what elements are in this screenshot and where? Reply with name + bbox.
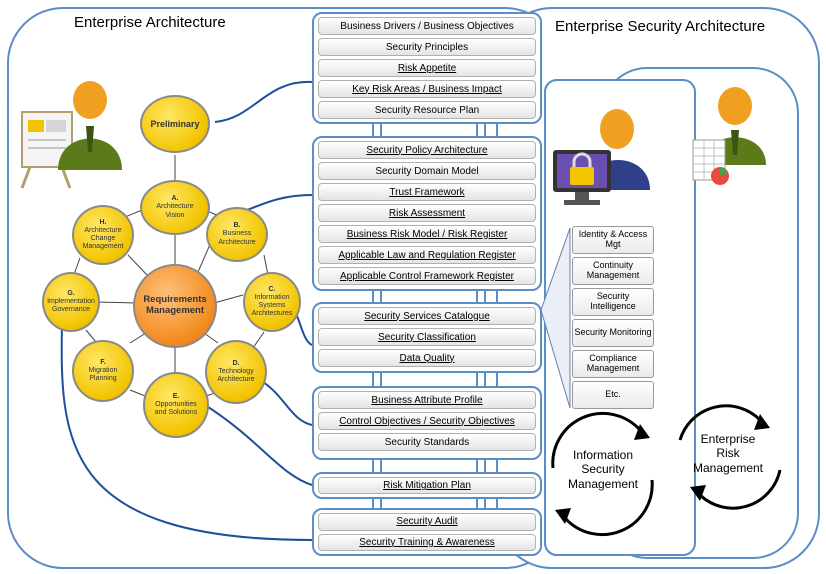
artefact-item: Business Attribute Profile (318, 391, 536, 409)
artefact-item: Trust Framework (318, 183, 536, 201)
artefact-item: Security Principles (318, 38, 536, 56)
phase-g-label: Implementation Governance (47, 297, 95, 314)
phase-f: F.Migration Planning (72, 340, 134, 402)
phase-d-letter: D. (232, 359, 240, 367)
phase-f-letter: F. (100, 358, 106, 366)
phase-b: B.Business Architecture (206, 207, 268, 262)
artefact-item: Key Risk Areas / Business Impact (318, 80, 536, 98)
artefact-item: Security Classification (318, 328, 536, 346)
artefact-group-mitigation: Risk Mitigation Plan (312, 472, 542, 499)
infosec-management-label: Information Security Management (567, 448, 639, 491)
artefact-item: Security Domain Model (318, 162, 536, 180)
service-continuity: Continuity Management (572, 257, 654, 285)
risk-manager-icon (692, 87, 766, 185)
infosec-arrowhead-2 (555, 508, 571, 524)
service-compliance: Compliance Management (572, 350, 654, 378)
phase-preliminary-label: Preliminary (150, 118, 200, 129)
artefact-group-services: Security Services Catalogue Security Cla… (312, 302, 542, 373)
infosec-arrowhead-1 (634, 424, 650, 440)
artefact-item: Security Audit (318, 513, 536, 531)
artefact-item: Risk Mitigation Plan (318, 477, 536, 494)
phase-preliminary: Preliminary (140, 95, 210, 153)
artefact-group-strategy: Business Drivers / Business Objectives S… (312, 12, 542, 124)
artefact-item: Risk Appetite (318, 59, 536, 77)
artefact-item: Security Services Catalogue (318, 307, 536, 325)
requirements-management-label: Requirements Management (143, 294, 207, 316)
service-monitoring: Security Monitoring (572, 319, 654, 347)
service-etc: Etc. (572, 381, 654, 409)
artefact-item: Security Training & Awareness (318, 533, 536, 551)
phase-h-label: Architecture Change Management (82, 226, 124, 251)
phase-b-label: Business Architecture (218, 230, 256, 246)
enterprise-risk-management-label: Enterprise Risk Management (692, 432, 764, 475)
enterprise-architecture-title: Enterprise Architecture (74, 14, 226, 31)
phase-d: D.Technology Architecture (205, 340, 267, 404)
artefact-item: Risk Assessment (318, 204, 536, 222)
architect-person-icon (20, 81, 122, 189)
phase-e-letter: E. (172, 392, 180, 400)
phase-a-label: Architecture Vision (156, 203, 194, 219)
artefact-item: Data Quality (318, 349, 536, 367)
artefact-item: Security Standards (318, 433, 536, 451)
artefact-item: Security Resource Plan (318, 101, 536, 119)
phase-g: G.Implementation Governance (42, 272, 100, 332)
phase-a: A.Architecture Vision (140, 180, 210, 235)
service-intelligence: Security Intelligence (572, 288, 654, 316)
erm-cycle-arrows (678, 404, 782, 510)
security-officer-icon (553, 109, 650, 205)
phase-e: E.Opportunities and Solutions (143, 372, 209, 438)
artefact-item: Applicable Control Framework Register (318, 267, 536, 285)
phase-c-letter: C. (268, 285, 276, 293)
phase-c-label: Information Systems Architectures (251, 293, 293, 318)
phase-c: C.Information Systems Architectures (243, 272, 301, 332)
catalogue-fan (540, 227, 571, 409)
phase-d-label: Technology Architecture (217, 367, 255, 384)
artefact-item: Business Drivers / Business Objectives (318, 17, 536, 35)
phase-h-letter: H. (99, 218, 107, 226)
service-identity-access: Identity & Access Mgt (572, 226, 654, 254)
flow-curves (60, 80, 313, 541)
security-architecture-title: Enterprise Security Architecture (555, 18, 766, 35)
phase-e-label: Opportunities and Solutions (154, 400, 198, 417)
artefact-item: Security Policy Architecture (318, 141, 536, 159)
infosec-cycle-arrows (551, 411, 654, 537)
phase-f-label: Migration Planning (88, 366, 118, 383)
phase-a-letter: A. (171, 195, 179, 203)
phase-h: H.Architecture Change Management (72, 205, 134, 265)
artefact-group-controls: Business Attribute Profile Control Objec… (312, 386, 542, 460)
artefact-group-assurance: Security Audit Security Training & Aware… (312, 508, 542, 556)
phase-g-letter: G. (67, 289, 75, 297)
artefact-item: Control Objectives / Security Objectives (318, 412, 536, 430)
phase-b-letter: B. (233, 222, 241, 230)
artefact-group-risk: Security Policy Architecture Security Do… (312, 136, 542, 291)
requirements-management-hub: Requirements Management (133, 264, 217, 348)
erm-arrowhead-2 (690, 485, 706, 501)
artefact-item: Applicable Law and Regulation Register (318, 246, 536, 264)
erm-arrowhead-1 (754, 414, 770, 430)
artefact-item: Business Risk Model / Risk Register (318, 225, 536, 243)
